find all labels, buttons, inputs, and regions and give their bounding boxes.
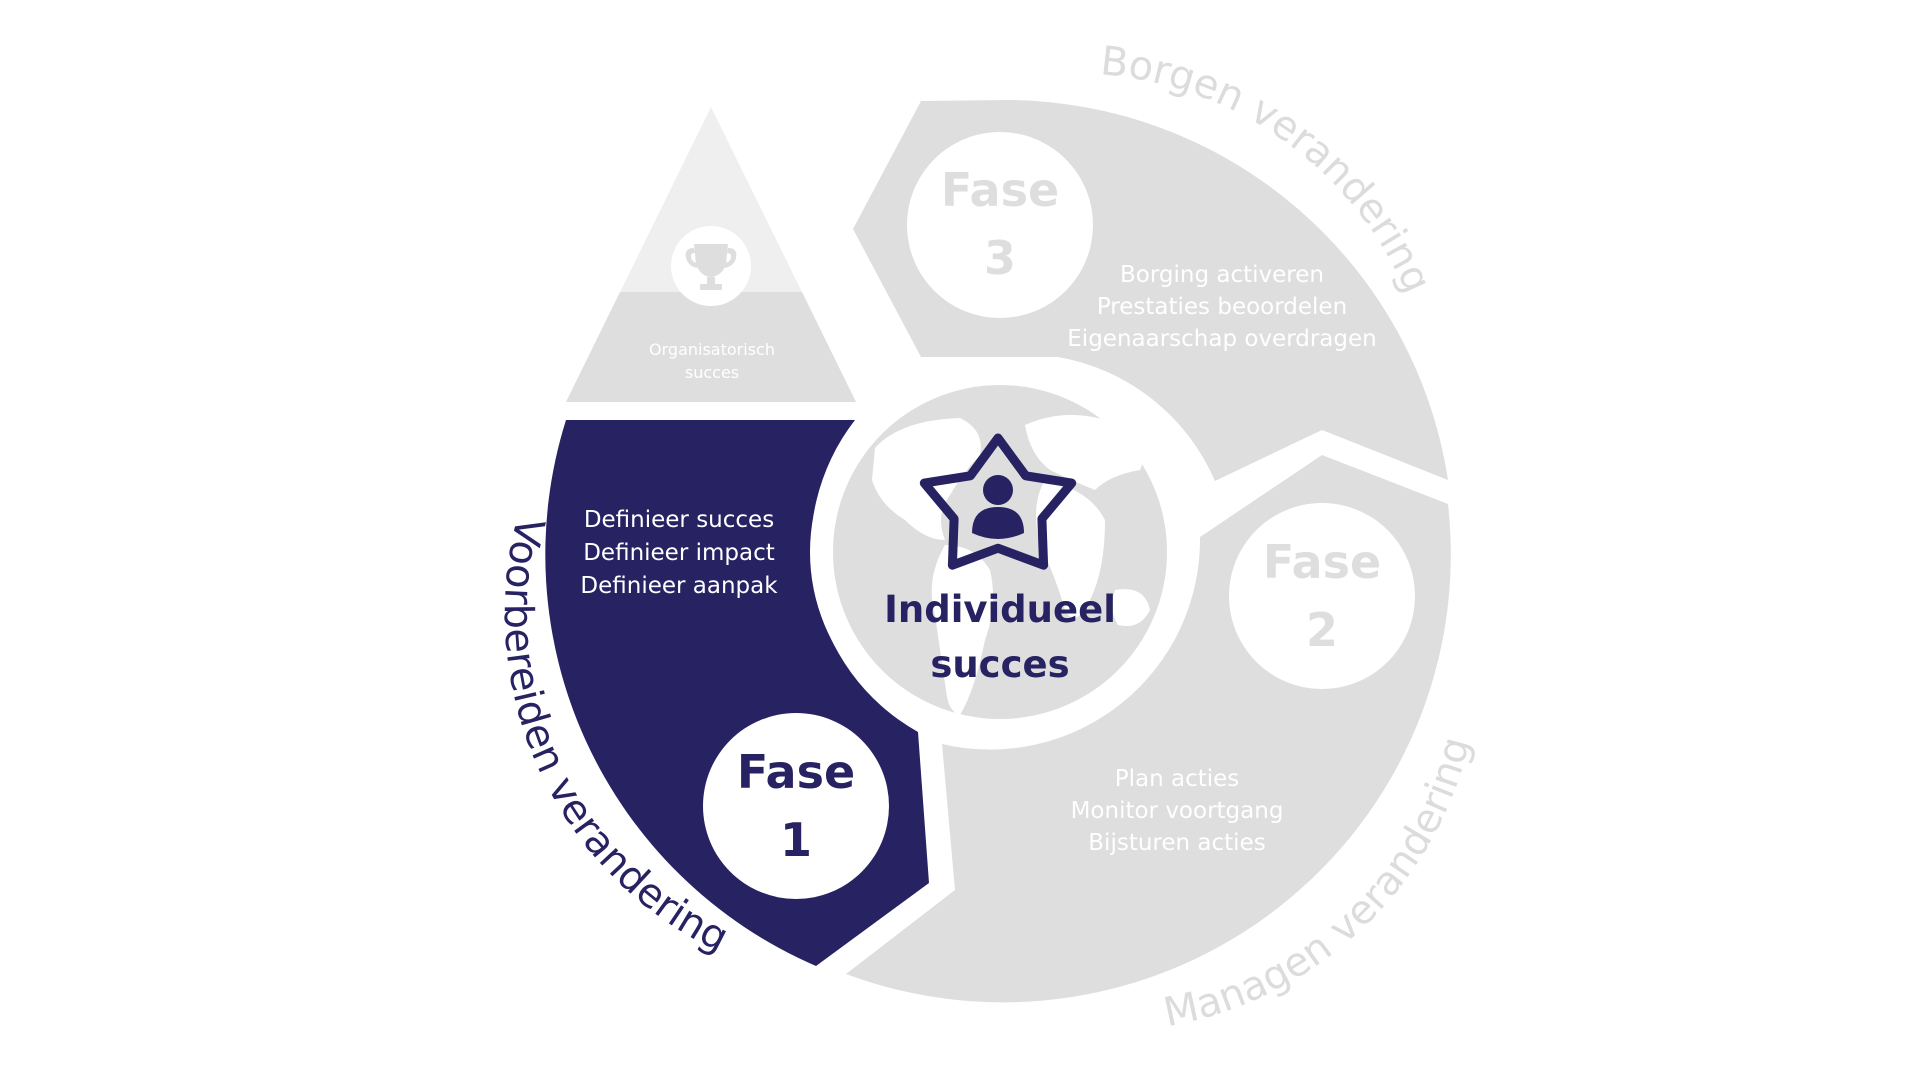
phase2-fase-number: 2 xyxy=(1306,603,1338,657)
phase2-item-1: Plan acties xyxy=(1115,766,1240,792)
triangle-label-line2: succes xyxy=(685,363,739,382)
phase1-item-3: Definieer aanpak xyxy=(580,573,778,599)
phase3-item-3: Eigenaarschap overdragen xyxy=(1067,326,1376,352)
phase1-item-2: Definieer impact xyxy=(583,540,775,566)
phase3-badge xyxy=(907,132,1093,318)
phase1-badge xyxy=(703,713,889,899)
center-label-line2: succes xyxy=(930,643,1069,686)
phase3-item-1: Borging activeren xyxy=(1120,262,1324,288)
phase1-fase-number: 1 xyxy=(780,813,812,867)
phase1-fase-label: Fase xyxy=(737,745,855,799)
triangle-label-line1: Organisatorisch xyxy=(649,340,775,359)
phase3-fase-number: 3 xyxy=(984,231,1016,285)
phase2-item-3: Bijsturen acties xyxy=(1088,830,1265,856)
phase2-fase-label: Fase xyxy=(1263,535,1381,589)
trophy-icon xyxy=(685,244,737,290)
phase2-item-2: Monitor voortgang xyxy=(1071,798,1284,824)
globe-landmasses xyxy=(872,415,1150,715)
triangle-base xyxy=(566,292,856,402)
phase2-badge xyxy=(1229,503,1415,689)
phase1-item-1: Definieer succes xyxy=(584,507,774,533)
phase3-fase-label: Fase xyxy=(941,163,1059,217)
center-label-line1: Individueel xyxy=(884,588,1116,631)
phase3-item-2: Prestaties beoordelen xyxy=(1097,294,1347,320)
star-person-icon xyxy=(919,433,1077,570)
